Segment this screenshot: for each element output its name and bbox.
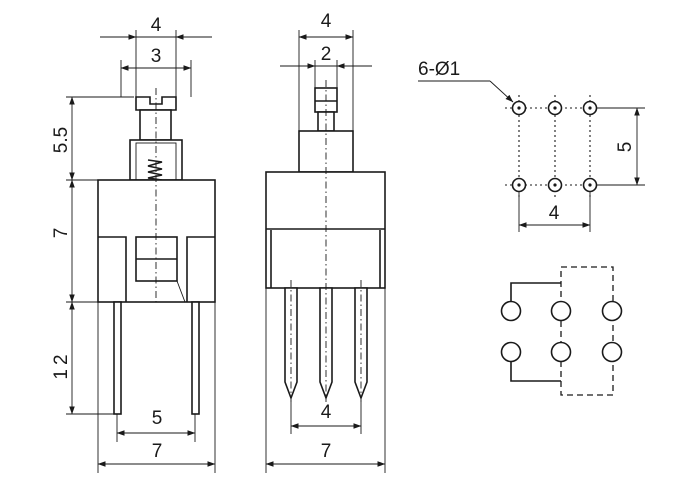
column-spacing-label: 4 <box>549 203 560 224</box>
side-body-width-label: 7 <box>321 441 332 462</box>
front-body-width-label: 7 <box>152 441 163 462</box>
front-body-recess <box>98 236 215 302</box>
pcb-hole <box>547 100 563 116</box>
side-pin-spacing-label: 4 <box>321 402 332 423</box>
switch-schematic <box>500 266 623 396</box>
side-body <box>265 171 386 289</box>
hole-pattern: 6-Ø1 5 4 <box>418 59 645 232</box>
front-body <box>97 179 216 303</box>
front-view: 4 3 5.5 7 12 5 7 <box>51 15 216 473</box>
pcb-hole <box>511 100 527 116</box>
front-pin-left <box>113 301 122 415</box>
pcb-hole <box>511 177 527 193</box>
pcb-hole <box>582 177 598 193</box>
schematic-pad <box>500 341 522 363</box>
schematic-link-top <box>510 282 561 307</box>
hole-callout-label: 6-Ø1 <box>418 59 460 80</box>
schematic-link-bottom <box>510 356 561 382</box>
side-top-width-inner-label: 2 <box>321 44 332 65</box>
spring-icon <box>147 159 163 181</box>
schematic-pad <box>601 341 623 363</box>
pcb-hole <box>547 177 563 193</box>
front-top-width-outer-label: 4 <box>151 15 162 36</box>
front-pin-right <box>191 301 200 415</box>
front-pin-spacing-label: 5 <box>152 408 163 429</box>
side-view: 4 2 4 7 <box>265 11 386 473</box>
schematic-pad <box>550 300 572 322</box>
side-housing-top <box>298 130 354 173</box>
schematic-pad <box>550 341 572 363</box>
side-top-width-outer-label: 4 <box>321 11 332 32</box>
row-spacing-label: 5 <box>615 142 636 153</box>
schematic-pad <box>500 300 522 322</box>
schematic-pad <box>601 300 623 322</box>
body-height-label: 7 <box>51 228 72 239</box>
schematic-dashed-box <box>560 266 614 396</box>
front-top-width-inner-label: 3 <box>151 46 162 67</box>
plunger-height-label: 5.5 <box>51 127 72 153</box>
pin-length-label: 12 <box>51 350 72 379</box>
front-plunger-stem <box>139 109 172 141</box>
pcb-hole <box>582 100 598 116</box>
